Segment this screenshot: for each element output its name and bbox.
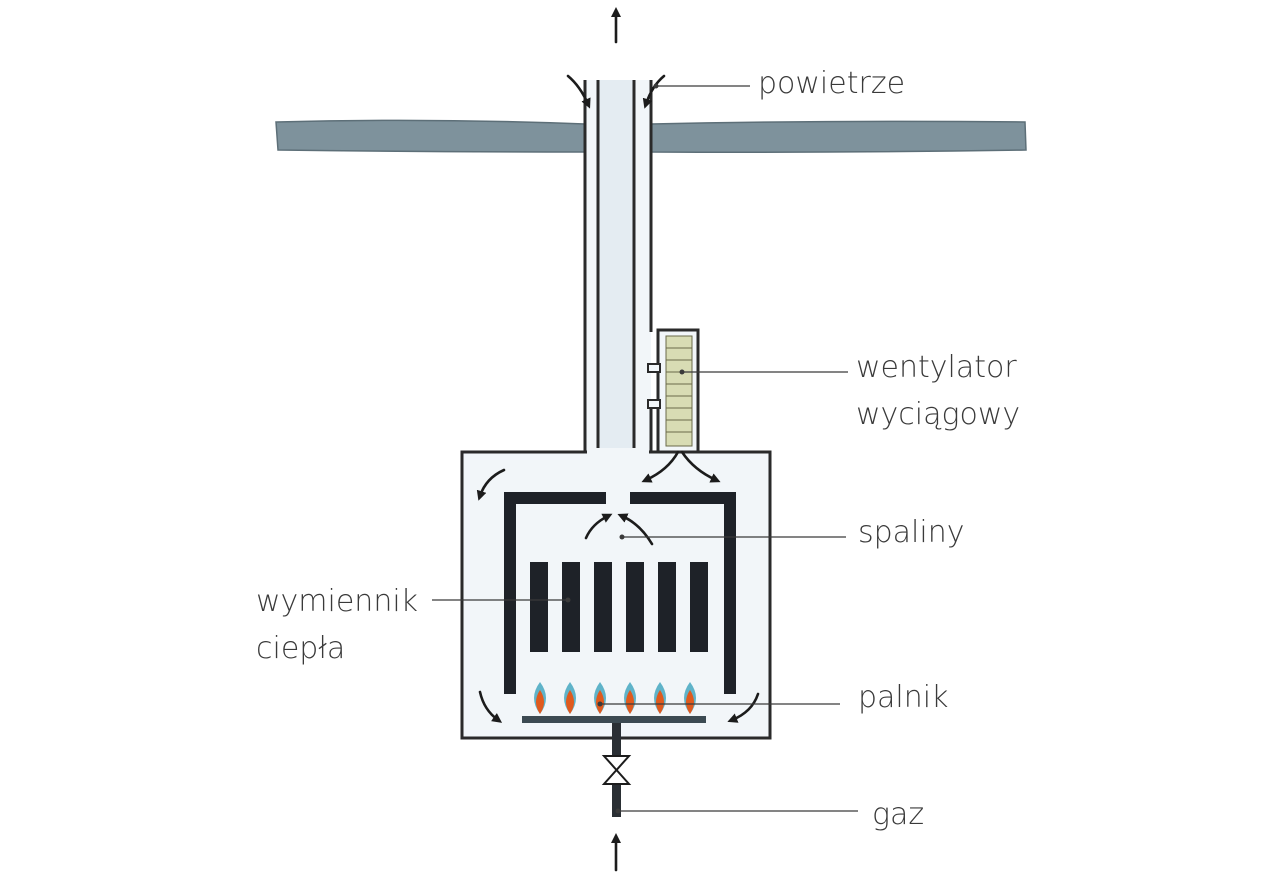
label-flue-gas: spaliny [858,515,965,550]
leader-gas-dot [615,808,621,814]
exchanger-fin [626,562,644,652]
leader-burner-dot [597,701,603,707]
flame-icon [684,682,696,714]
flame-icon [624,682,636,714]
label-air: powietrze [758,66,905,101]
exchanger-fin [658,562,676,652]
arrow-icon [617,513,654,546]
arrow-icon [642,74,666,109]
roof-slab [275,119,586,153]
exchanger-fin [530,562,548,652]
burner-flames [534,682,696,714]
exhaust-fan-blades [666,347,692,433]
gas-pipe-lower [612,785,621,817]
label-fan-line1: wentylator [856,350,1017,385]
leader-fan-dot [679,369,685,375]
arrow-icon [680,450,721,483]
label-exchanger-line1: wymiennik [256,584,418,619]
gas-pipe-upper [612,723,621,755]
arrow-icon [641,450,680,483]
leader-flue-gas-dot [619,534,625,540]
arrow-icon [727,692,760,723]
roof-slab-right [650,120,1027,153]
exchanger-fin [690,562,708,652]
exchanger-fin [594,562,612,652]
combustion-chamber [504,492,736,694]
label-fan-line2: wyciągowy [856,397,1020,432]
leader-air-dot [653,83,659,89]
arrow-icon [478,690,503,723]
fan-connector-top [647,363,661,373]
flame-icon [534,682,546,714]
flame-icon [654,682,666,714]
fan-connector-bottom [647,399,661,409]
exchanger-fin [562,562,580,652]
valve-icon [601,755,632,785]
leader-exchanger-dot [565,597,571,603]
arrow-icon [476,468,506,501]
arrow-icon [584,513,613,540]
label-gas: gaz [872,797,924,832]
exhaust-fan-rotor [665,335,693,447]
label-burner: palnik [858,680,948,715]
heat-exchanger [530,562,708,652]
arrow-icon [566,74,591,109]
flame-icon [564,682,576,714]
duct-mouth [587,448,649,456]
label-exchanger-line2: ciepła [256,631,345,666]
inner-flue-pipe [598,80,634,504]
burner-bar [522,716,706,723]
